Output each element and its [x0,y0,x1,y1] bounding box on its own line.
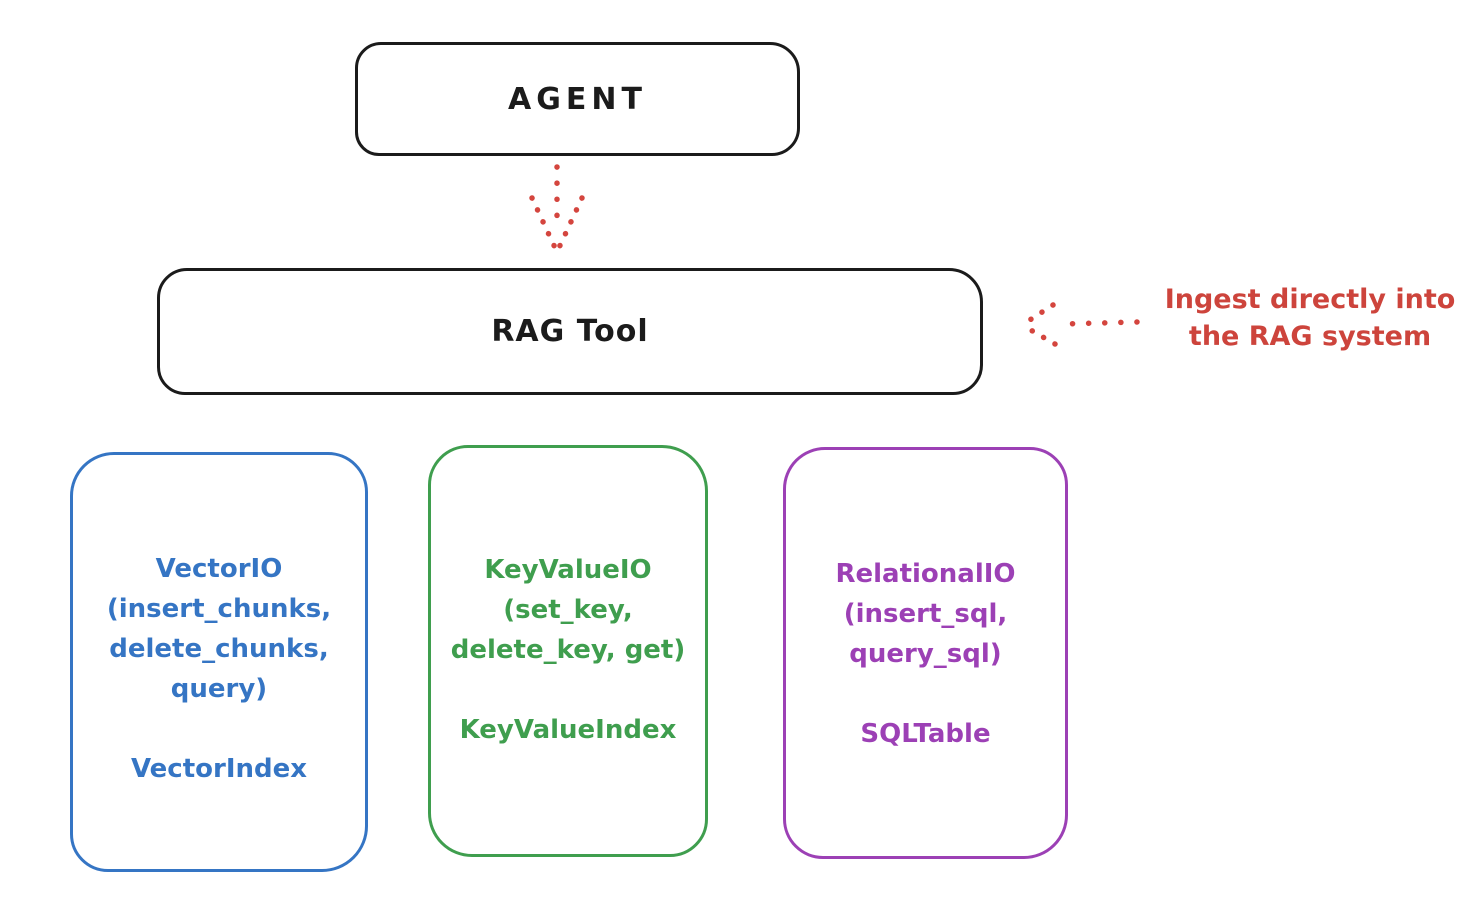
dotted-down-arrow-icon [529,164,585,255]
vector-index-label: VectorIndex [130,754,308,784]
agent-to-rag-arrow [517,162,597,262]
ingest-annotation: Ingest directly into the RAG system [1164,284,1456,352]
keyvalue-io-methods: KeyValueIO (set_key, delete_key, get) [450,555,686,665]
dotted-left-arrow-icon [1019,302,1140,347]
relational-io-methods: RelationalIO (insert_sql, query_sql) [835,559,1016,669]
ingest-arrow [1013,298,1143,350]
keyvalue-index-label: KeyValueIndex [459,715,677,745]
keyvalue-io-box: KeyValueIO (set_key, delete_key, get) Ke… [428,445,708,857]
agent-box-label: AGENT [508,81,647,117]
sql-table-label: SQLTable [860,719,991,749]
vector-io-box: VectorIO (insert_chunks, delete_chunks, … [70,452,368,872]
relational-io-box: RelationalIO (insert_sql, query_sql) SQL… [783,447,1068,859]
vector-io-methods: VectorIO (insert_chunks, delete_chunks, … [106,554,332,704]
agent-box: AGENT [355,42,800,156]
rag-tool-box-label: RAG Tool [491,314,649,349]
rag-tool-box: RAG Tool [157,268,983,395]
